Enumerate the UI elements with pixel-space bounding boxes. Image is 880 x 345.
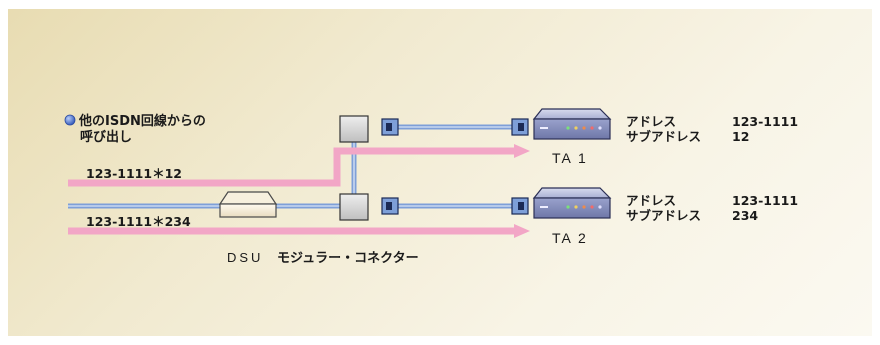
caller-label-line1: 他のISDN回線からの [78,113,206,129]
call-path-upper [68,147,516,187]
ta1-name: TA 1 [552,150,588,166]
dsu-device [218,191,278,218]
dsu-label: DSU [227,250,263,265]
ta1-address-value: 123-1111 [732,114,798,129]
ta2-subaddress-value: 234 [732,208,758,223]
ta2-subaddress-label: サブアドレス [626,208,701,223]
ta1-device [532,108,612,140]
caller-bullet-icon [64,114,76,126]
plug-ta1 [511,118,529,136]
caller-label-line2: 呼び出し [80,129,132,145]
junction-box-lower [339,193,369,221]
jack-label: モジュラー・コネクター [277,251,419,266]
ta1-subaddress-label: サブアドレス [626,129,701,144]
plug-ta2 [511,197,529,215]
call-number-lower: 123-1111＊234 [86,214,191,229]
plug-jack-lower [381,197,399,215]
call-path-lower-arrow [514,224,530,238]
junction-box-upper [339,115,369,143]
ta2-name: TA 2 [552,230,588,246]
plug-jack-upper [381,118,399,136]
call-path-upper-arrow [514,144,530,158]
ta1-address-label: アドレス [626,114,676,129]
diagram-background [8,9,872,336]
ta2-address-value: 123-1111 [732,193,798,208]
call-paths [68,144,530,238]
ta1-subaddress-value: 12 [732,129,749,144]
call-number-upper: 123-1111＊12 [86,166,182,181]
ta2-device [532,187,612,219]
ta2-address-label: アドレス [626,193,676,208]
